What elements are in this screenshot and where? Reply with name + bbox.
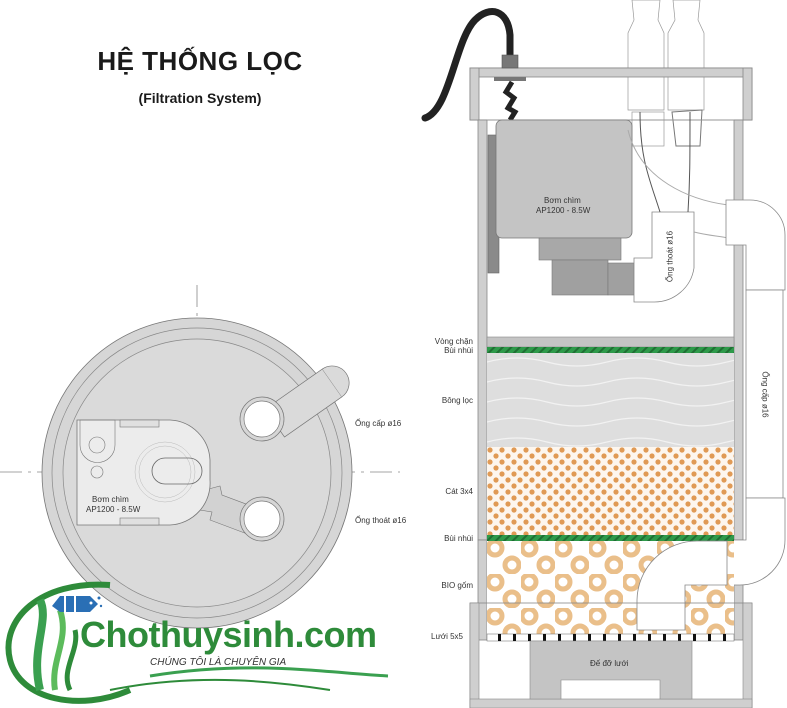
section-pump-label-1: Bơm chìm [544, 196, 581, 205]
brand-name: Chothuysinh.com [80, 614, 377, 655]
layer-label-luoi: Lưới 5x5 [431, 632, 463, 641]
base-label: Đế đỡ lưới [590, 659, 629, 668]
section-view [421, 0, 786, 708]
layer-label-vong-chan: Vòng chặn [434, 337, 473, 346]
section-outlet-pipe-label: Ống thoát ø16 [665, 230, 675, 283]
top-view [0, 285, 400, 629]
brand-logo [5, 581, 389, 704]
section-inlet-pipe-label: Ống cấp ø16 [760, 371, 770, 418]
brand-slogan: CHÚNG TÔI LÀ CHUYÊN GIA [150, 657, 287, 668]
section-pump-label-2: AP1200 - 8.5W [536, 206, 591, 215]
top-pump-label-1: Bơm chìm [92, 495, 129, 504]
top-outlet-pipe-label: Ống thoát ø16 [355, 516, 407, 525]
layer-label-bio-gom: BIO gốm [441, 581, 473, 590]
layer-label-cat: Cát 3x4 [445, 487, 473, 496]
top-pump-label-2: AP1200 - 8.5W [86, 505, 141, 514]
layer-label-bong-loc: Bông lọc [441, 396, 473, 405]
diagram-title: HỆ THỐNG LỌC [97, 46, 303, 76]
top-inlet-pipe-label: Ống cấp ø16 [355, 419, 402, 428]
diagram-subtitle: (Filtration System) [138, 90, 262, 106]
layer-label-bui-nhui-top: Bùi nhùi [444, 346, 473, 355]
layer-label-bui-nhui: Bùi nhùi [444, 534, 473, 543]
